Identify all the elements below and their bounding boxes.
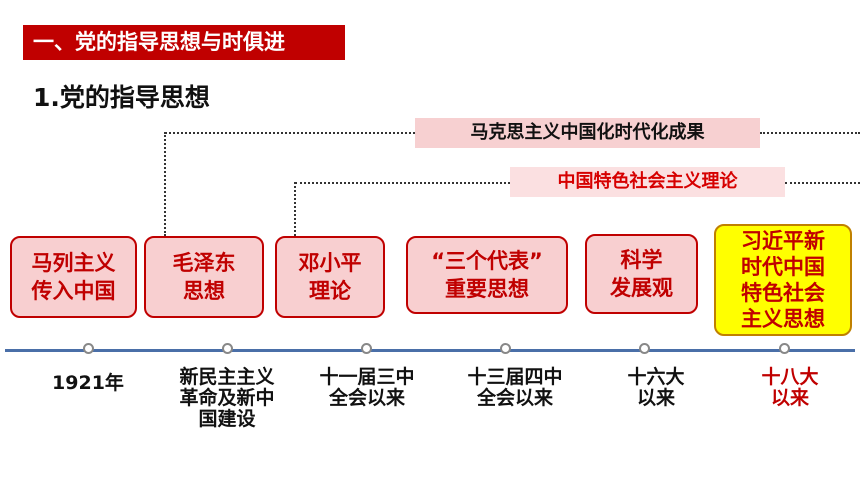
timeline-label-fourth-plenum: 十三届四中 全会以来 (467, 366, 563, 409)
timeline-label-18th-congress: 十八大 以来 (761, 366, 819, 409)
timeline-axis (5, 349, 855, 352)
box-marxism-leninism: 马列主义传入中国 (10, 236, 137, 318)
box-scientific-development: 科学发展观 (585, 234, 698, 314)
timeline-label-third-plenum: 十一届三中 全会以来 (319, 366, 415, 409)
bracket-line-upper-right (760, 132, 860, 134)
timeline-node (500, 343, 511, 354)
box-deng-theory: 邓小平理论 (275, 236, 385, 318)
timeline-node (83, 343, 94, 354)
timeline-node (361, 343, 372, 354)
timeline-node (639, 343, 650, 354)
box-three-represents: “三个代表”重要思想 (406, 236, 568, 314)
section-banner: 一、党的指导思想与时俱进 (23, 25, 345, 60)
bracket-line-lower-right (785, 182, 860, 184)
timeline-label-1921: 1921年 (52, 372, 124, 394)
bracket-drop-deng (294, 182, 296, 236)
box-mao-thought: 毛泽东思想 (144, 236, 264, 318)
bracket-line-lower (295, 182, 510, 184)
timeline-node (779, 343, 790, 354)
bracket-line-upper (165, 132, 415, 134)
tag-socialism-theory: 中国特色社会主义理论 (510, 167, 785, 197)
bracket-drop-mao (164, 132, 166, 236)
box-xi-thought: 习近平新 时代中国 特色社会 主义思想 (714, 224, 852, 336)
subsection-heading: 1.党的指导思想 (33, 83, 210, 112)
timeline-node (222, 343, 233, 354)
timeline-label-16th-congress: 十六大 以来 (627, 366, 685, 409)
tag-marxism-sinicized: 马克思主义中国化时代化成果 (415, 118, 760, 148)
timeline-label-new-democratic: 新民主主义 革命及新中 国建设 (179, 366, 275, 430)
